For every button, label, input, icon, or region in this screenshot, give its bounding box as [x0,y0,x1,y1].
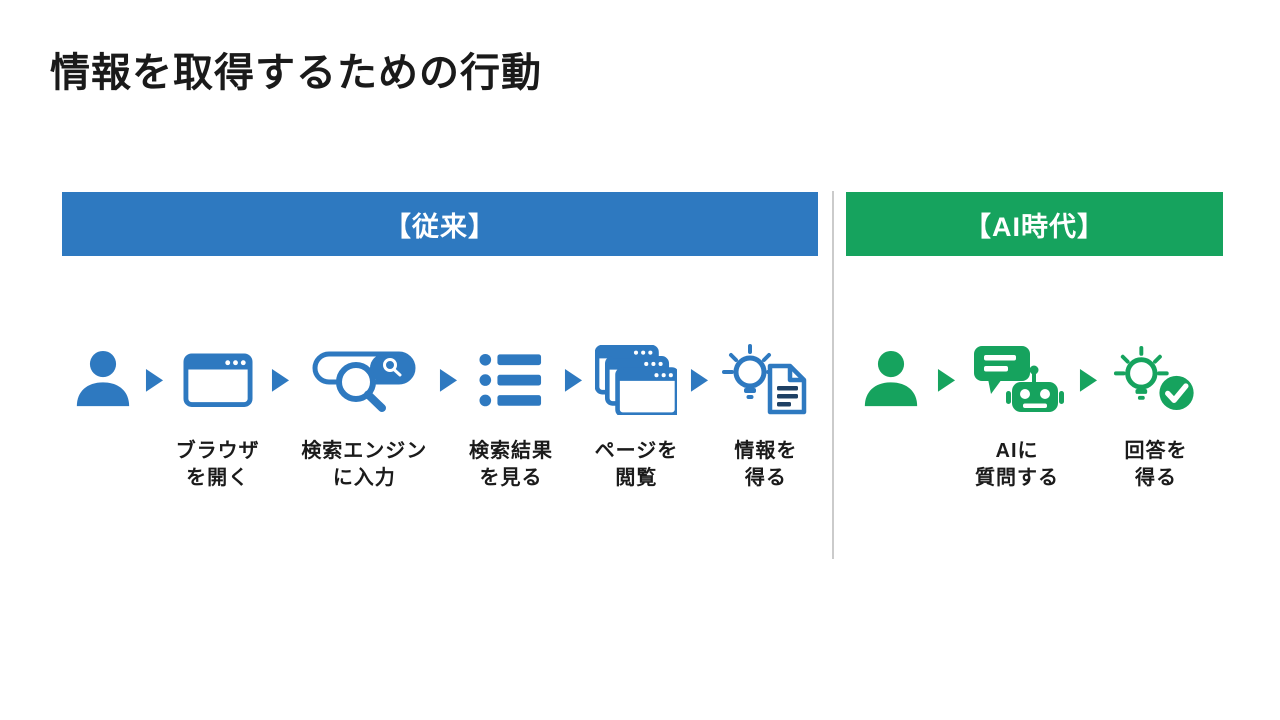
step-get-answer: 回答を 得る [1112,336,1200,492]
section-divider [832,191,834,559]
traditional-header-label: 【従来】 [384,211,496,242]
bulb-document-icon [720,336,812,424]
flow-arrow-icon [439,336,458,424]
page-title: 情報を取得するための行動 [50,51,542,95]
step-label: 検索エンジン に入力 [301,440,428,489]
flow-arrow-icon [937,336,956,424]
person-icon [72,336,134,424]
bulb-check-icon [1112,336,1200,424]
ai-flow: AIに 質問する [860,336,1200,492]
step-get-information: 情報を 得る [720,336,812,492]
pages-icon [595,336,678,424]
step-search-results: 検索結果 を見る [469,336,553,492]
step-search-engine: 検索エンジン に入力 [301,336,427,492]
search-engine-icon [312,336,416,424]
step-label: ページを 閲覧 [594,440,679,489]
step-label: ブラウザ を開く [175,440,260,489]
list-icon [479,336,543,424]
step-user [860,336,922,424]
step-label: 回答を 得る [1124,440,1188,489]
step-label: 情報を 得る [734,440,798,489]
traditional-header-bar: 【従来】 [62,192,818,256]
chat-robot-icon [970,336,1064,424]
step-label: 検索結果 を見る [468,440,553,489]
step-label: AIに 質問する [975,440,1059,489]
flow-arrow-icon [145,336,164,424]
flow-arrow-icon [1079,336,1098,424]
step-open-browser: ブラウザ を開く [176,336,260,492]
browser-icon [183,336,253,424]
step-browse-pages: ページを 閲覧 [595,336,679,492]
person-icon [860,336,922,424]
traditional-flow: ブラウザ を開く 検索エンジン に入力 [72,336,812,492]
ai-header-label: 【AI時代】 [964,211,1105,242]
flow-arrow-icon [564,336,583,424]
ai-header-bar: 【AI時代】 [846,192,1223,256]
step-ask-ai: AIに 質問する [970,336,1064,492]
flow-arrow-icon [690,336,709,424]
step-user [72,336,134,424]
flow-arrow-icon [271,336,290,424]
